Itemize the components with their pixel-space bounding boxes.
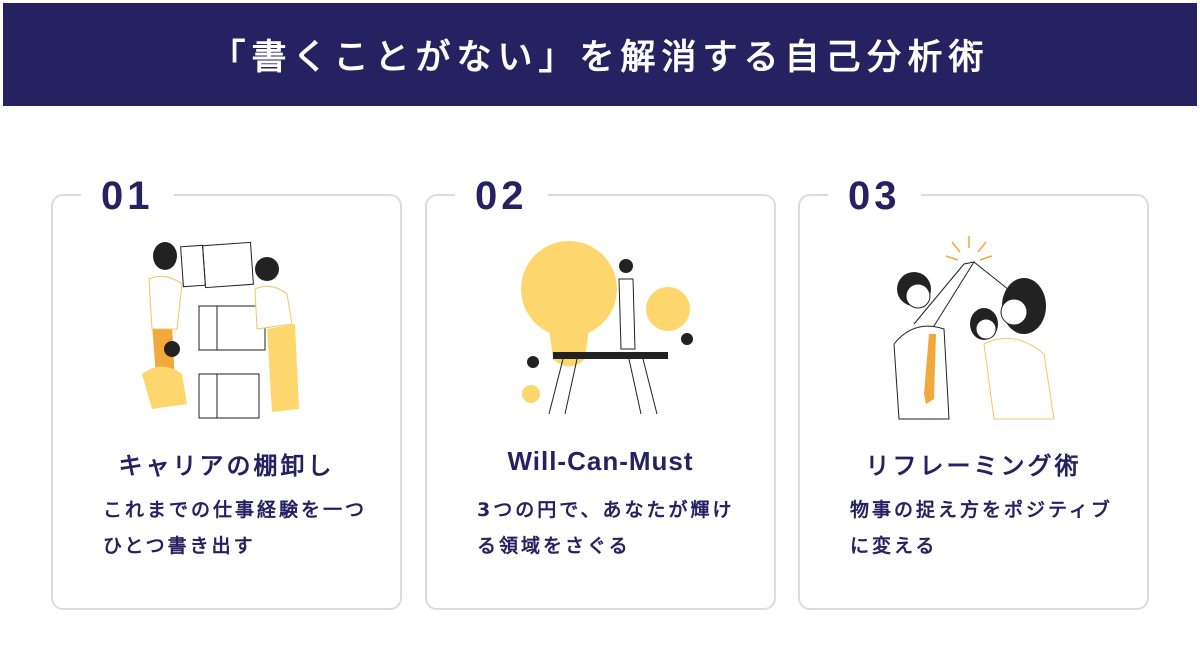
people-stacking-blocks-illustration [127, 234, 327, 424]
people-with-lightbulbs-illustration [501, 234, 701, 424]
card-will-can-must: 02 Will-Can-Must 3つの円で、あなたが輝ける領域をさぐる [425, 170, 776, 610]
card-number: 02 [455, 170, 548, 222]
card-title: リフレーミング術 [865, 452, 1082, 480]
card-reframing: 03 リフレーミング術 物事の捉え方をポジティブに変える [798, 170, 1149, 610]
card-career-inventory: 01 キャリアの棚卸し これまでの仕事経験を一つひとつ書き出す [51, 170, 402, 610]
people-high-five-illustration [874, 234, 1074, 424]
page-title: 「書くことがない」を解消する自己分析術 [210, 38, 990, 78]
card-description: 物事の捉え方をポジティブに変える [850, 499, 1113, 557]
card-description: これまでの仕事経験を一つひとつ書き出す [103, 499, 368, 557]
header-banner: 「書くことがない」を解消する自己分析術 [3, 3, 1197, 106]
card-number: 01 [81, 170, 174, 222]
card-description: 3つの円で、あなたが輝ける領域をさぐる [477, 499, 735, 557]
card-number: 03 [828, 170, 921, 222]
card-title: Will-Can-Must [507, 446, 694, 476]
card-title: キャリアの棚卸し [118, 452, 335, 480]
